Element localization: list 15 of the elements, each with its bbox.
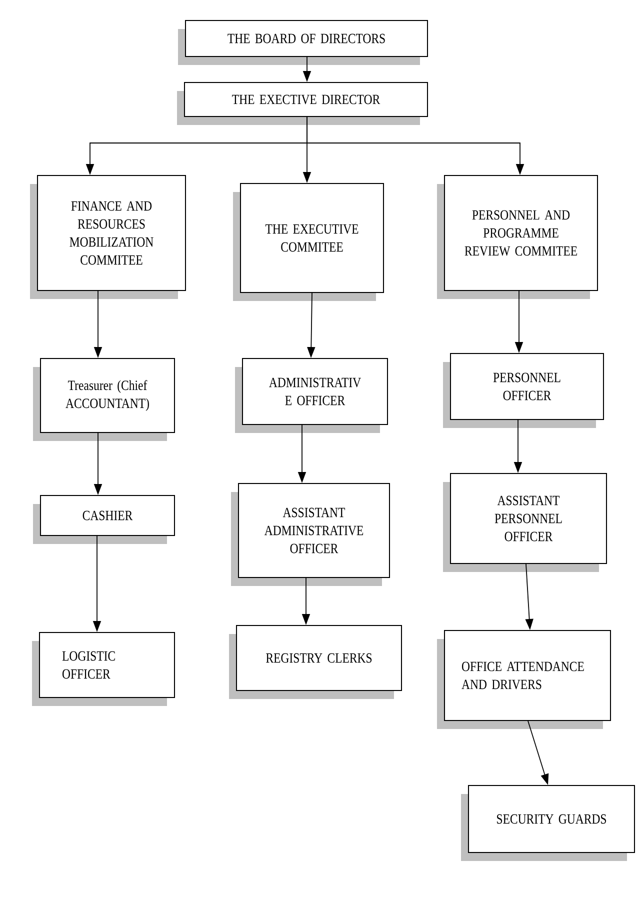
org-box: Treasurer (Chief ACCOUNTANT) — [33, 358, 175, 441]
org-box: ASSISTANT PERSONNEL OFFICER — [443, 473, 607, 572]
org-box: CASHIER — [33, 495, 175, 544]
org-box: REGISTRY CLERKS — [229, 625, 402, 699]
org-box: SECURITY GUARDS — [461, 785, 635, 861]
org-box: LOGISTIC OFFICER — [32, 632, 175, 706]
org-box: PERSONNEL AND PROGRAMME REVIEW COMMITEE — [437, 175, 598, 299]
org-box: PERSONNEL OFFICER — [443, 353, 604, 428]
org-box: ADMINISTRATIV E OFFICER — [235, 358, 388, 433]
org-box: THE BOARD OF DIRECTORS — [178, 20, 428, 65]
org-box: THE EXECUTIVE COMMITEE — [233, 183, 384, 301]
org-box: THE EXECTIVE DIRECTOR — [177, 82, 428, 125]
org-box: OFFICE ATTENDANCE AND DRIVERS — [437, 630, 611, 729]
org-box: FINANCE AND RESOURCES MOBILIZATION COMMITEE — [30, 175, 186, 299]
org-box: ASSISTANT ADMINISTRATIVE OFFICER — [231, 483, 390, 586]
